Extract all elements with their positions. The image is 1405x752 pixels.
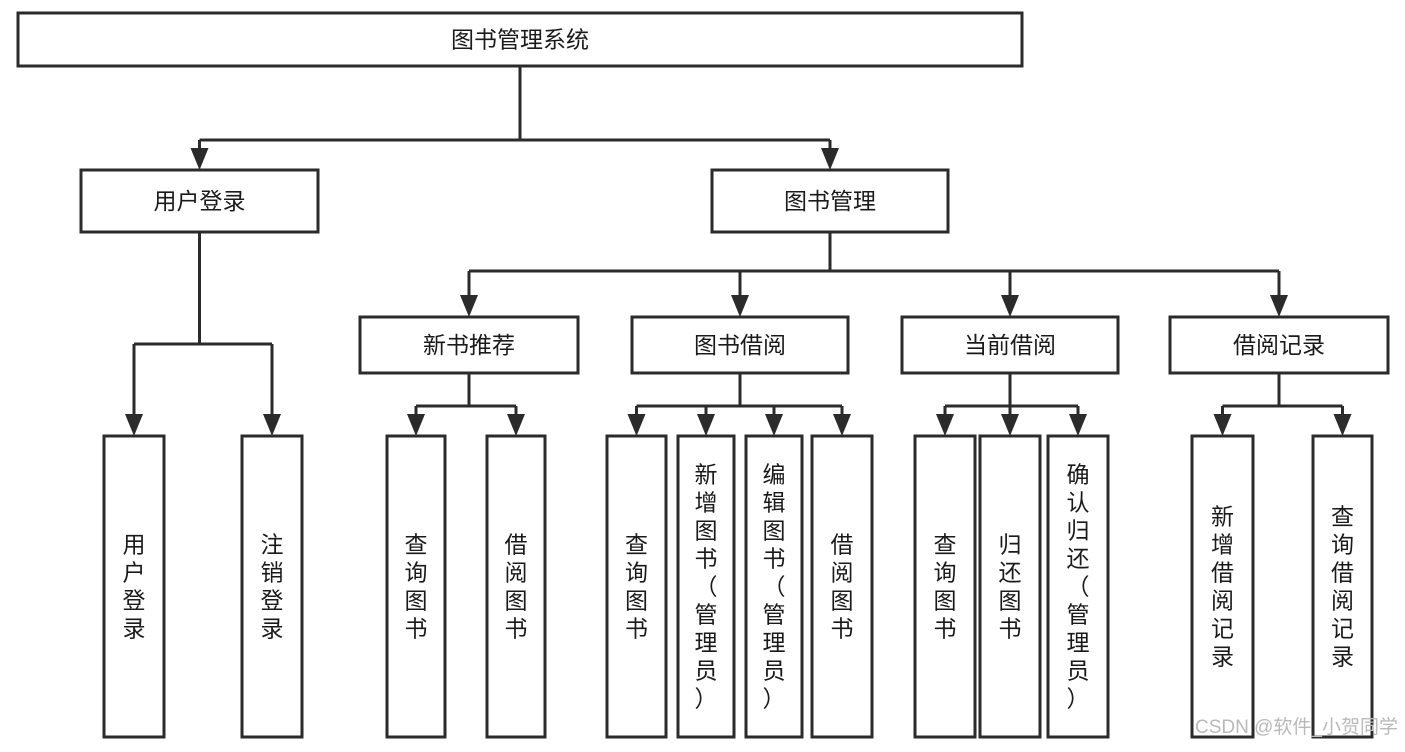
node-label: 编辑图书（管理员） <box>763 462 786 712</box>
node-box <box>1168 315 1390 375</box>
node-leaf-leaf-borrow-book[interactable]: 借阅图书 <box>810 434 874 739</box>
watermark-label: CSDN @软件_小贺同学 <box>1195 716 1398 738</box>
arrow-head-icon <box>125 414 143 436</box>
node-box <box>605 434 668 739</box>
node-box <box>913 434 977 739</box>
node-box <box>485 434 547 739</box>
node-label: 用户登录 <box>154 188 246 214</box>
arrow-head-icon <box>765 414 783 436</box>
node-label: 查询图书 <box>405 532 428 642</box>
node-box <box>240 434 304 739</box>
node-leaf-leaf-query-record[interactable]: 查询借阅记录 <box>1311 434 1374 739</box>
arrow-head-icon <box>263 414 281 436</box>
node-leaf-leaf-user-logout[interactable]: 注销登录 <box>240 434 304 739</box>
node-label: 新书推荐 <box>423 332 515 358</box>
node-label: 图书管理系统 <box>451 27 589 53</box>
arrow-head-icon <box>190 148 209 170</box>
arrow-head-icon <box>936 414 954 436</box>
node-box <box>810 434 874 739</box>
arrow-head-icon <box>1213 414 1232 436</box>
node-box <box>102 434 166 739</box>
node-box <box>1311 434 1374 739</box>
arrow-head-icon <box>731 295 749 317</box>
node-label: 注销登录 <box>261 532 284 642</box>
node-label: 用户登录 <box>123 532 146 642</box>
arrow-head-icon <box>697 414 715 436</box>
node-leaf-leaf-query-book-borrow[interactable]: 查询图书 <box>605 434 668 739</box>
node-label: 查询图书 <box>934 532 957 642</box>
node-box <box>1046 434 1110 739</box>
node-leaf-leaf-add-book[interactable]: 新增图书（管理员） <box>676 434 736 739</box>
arrow-head-icon <box>1001 414 1019 436</box>
node-box <box>900 315 1120 375</box>
node-leaf-leaf-query-book-rec[interactable]: 查询图书 <box>385 434 447 739</box>
arrow-head-icon <box>460 295 478 317</box>
node-box <box>676 434 736 739</box>
node-leaf-leaf-edit-book[interactable]: 编辑图书（管理员） <box>744 434 804 739</box>
node-l3-book-borrow[interactable]: 图书借阅 <box>630 315 850 375</box>
node-leaf-leaf-add-record[interactable]: 新增借阅记录 <box>1190 434 1255 739</box>
arrow-head-icon <box>1001 295 1019 317</box>
node-label: 归还图书 <box>999 532 1022 642</box>
node-leaf-leaf-confirm-return[interactable]: 确认归还（管理员） <box>1046 434 1110 739</box>
node-l2-book-manage[interactable]: 图书管理 <box>710 168 950 234</box>
node-box <box>978 434 1042 739</box>
arrow-head-icon <box>1069 414 1087 436</box>
node-label: 当前借阅 <box>964 332 1056 358</box>
node-box <box>744 434 804 739</box>
node-label: 图书管理 <box>784 188 876 214</box>
arrow-head-icon <box>1333 414 1352 436</box>
node-root-root[interactable]: 图书管理系统 <box>16 11 1024 68</box>
node-label: 图书借阅 <box>694 332 786 358</box>
arrow-head-icon <box>507 414 525 436</box>
node-box <box>1190 434 1255 739</box>
node-label: 借阅记录 <box>1233 332 1325 358</box>
node-label: 借阅图书 <box>831 532 854 642</box>
node-l3-borrow-record[interactable]: 借阅记录 <box>1168 315 1390 375</box>
node-box <box>79 168 320 234</box>
arrow-head-icon <box>627 414 646 436</box>
node-leaf-leaf-query-book-current[interactable]: 查询图书 <box>913 434 977 739</box>
node-l2-user-login[interactable]: 用户登录 <box>79 168 320 234</box>
node-label: 借阅图书 <box>505 532 528 642</box>
node-label: 新增图书（管理员） <box>695 462 718 712</box>
node-leaf-leaf-user-login[interactable]: 用户登录 <box>102 434 166 739</box>
node-box <box>385 434 447 739</box>
arrow-head-icon <box>407 414 425 436</box>
arrow-head-icon <box>1270 295 1288 317</box>
node-l3-current-borrow[interactable]: 当前借阅 <box>900 315 1120 375</box>
connectors-layer <box>125 66 1352 436</box>
nodes-layer: 图书管理系统用户登录图书管理新书推荐图书借阅当前借阅借阅记录用户登录注销登录查询… <box>16 11 1390 739</box>
arrow-head-icon <box>821 148 839 170</box>
node-leaf-leaf-return-book[interactable]: 归还图书 <box>978 434 1042 739</box>
node-box <box>16 11 1024 68</box>
node-box <box>630 315 850 375</box>
node-box <box>358 315 580 375</box>
node-label: 查询图书 <box>625 532 648 642</box>
node-box <box>710 168 950 234</box>
node-label: 新增借阅记录 <box>1211 504 1234 670</box>
node-label: 确认归还（管理员） <box>1067 462 1090 712</box>
node-leaf-leaf-borrow-book-rec[interactable]: 借阅图书 <box>485 434 547 739</box>
node-l3-new-book-rec[interactable]: 新书推荐 <box>358 315 580 375</box>
arrow-head-icon <box>833 414 851 436</box>
node-label: 查询借阅记录 <box>1331 504 1354 670</box>
